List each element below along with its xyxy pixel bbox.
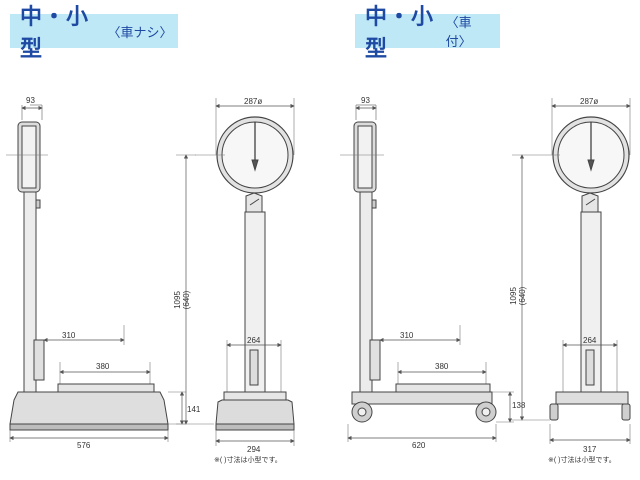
dim-column-width: 264	[247, 336, 261, 345]
dim-dial: 287ø	[244, 97, 262, 106]
dim-dial: 287ø	[580, 97, 598, 106]
dim-column-width: 264	[583, 336, 597, 345]
dim-base-width: 294	[247, 445, 261, 454]
dim-base-length: 620	[412, 441, 426, 450]
dim-base-height: 138	[512, 401, 526, 410]
dim-base-height: 141	[187, 405, 201, 414]
right-front-view	[512, 98, 631, 444]
dim-platform-top: 310	[400, 331, 414, 340]
dim-height-small: (640)	[518, 286, 527, 305]
dim-height: 1095	[173, 291, 182, 309]
note-small-size: ※( )寸法は小型です。	[214, 455, 282, 464]
left-side-view	[6, 104, 186, 442]
right-side-view	[340, 104, 514, 442]
dim-platform-depth: 380	[96, 362, 110, 371]
title-main: 中・小型	[365, 5, 435, 62]
dim-base-length: 576	[77, 441, 91, 450]
title-sub: 〈車付〉	[445, 16, 472, 50]
note-small-size: ※( )寸法は小型です。	[548, 455, 616, 464]
dim-base-width: 317	[583, 445, 597, 454]
dim-head-width: 93	[26, 96, 35, 105]
title-no-wheels: 中・小型 〈車ナシ〉	[10, 5, 178, 62]
dim-platform-top: 310	[62, 331, 76, 340]
dim-head-width: 93	[361, 96, 370, 105]
title-main: 中・小型	[20, 5, 90, 62]
title-with-wheels: 中・小型 〈車付〉	[355, 5, 500, 62]
title-sub: 〈車ナシ〉	[107, 25, 173, 41]
dim-height: 1095	[509, 287, 518, 305]
left-front-view	[176, 98, 295, 446]
dim-platform-depth: 380	[435, 362, 449, 371]
dim-height-small: (640)	[182, 290, 191, 309]
